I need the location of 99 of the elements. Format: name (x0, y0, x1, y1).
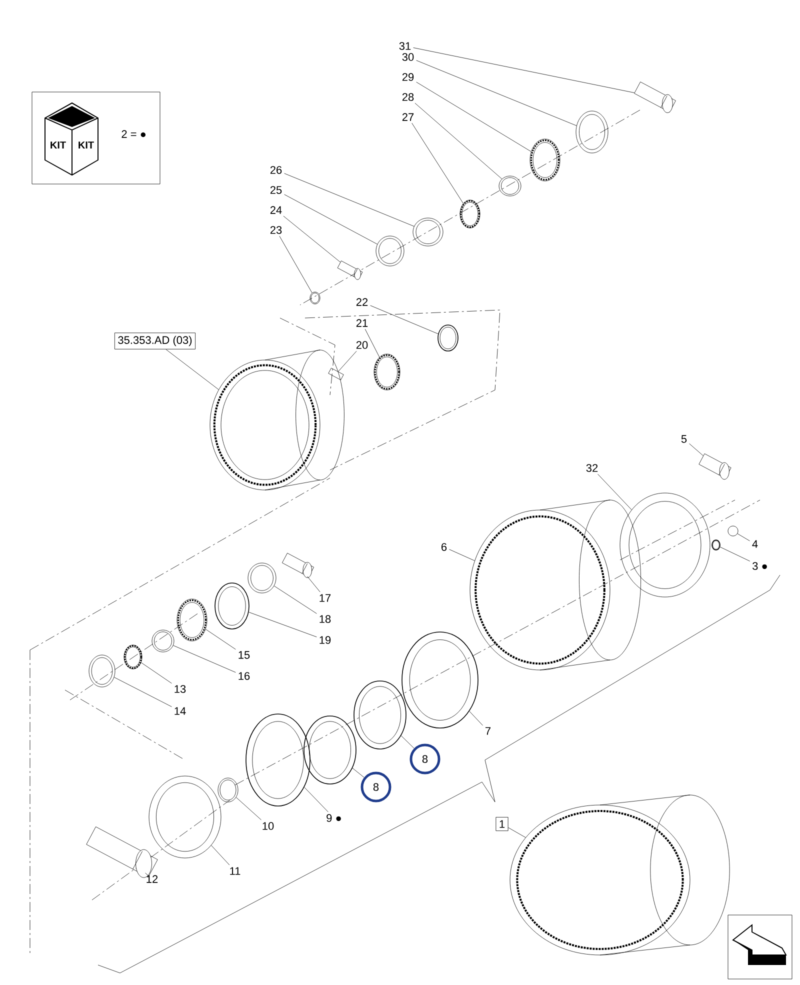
callout-number: 14 (174, 707, 186, 715)
callout-number: 31 (399, 42, 411, 50)
leader-line (274, 586, 317, 614)
reference-box: 35.353.AD (03) (114, 332, 196, 350)
gear-drawing (124, 644, 142, 670)
callout-number: 18 (320, 615, 331, 623)
callout-number: 22 (356, 298, 368, 306)
seal-ring-drawing (438, 324, 458, 352)
leader-line (140, 662, 172, 684)
gear-drawing (530, 138, 560, 182)
callout-number: 9 ● (326, 814, 341, 822)
leader-line (364, 328, 380, 358)
callout-number: 25 (270, 186, 282, 194)
callout-number: 13 (174, 685, 186, 693)
leader-line (284, 194, 378, 244)
seal-ring-drawing (354, 680, 406, 750)
leader-line (236, 797, 262, 820)
callout-number: 12 (146, 875, 158, 883)
disc-drawing (148, 776, 222, 858)
seal-ring-drawing (712, 540, 720, 550)
leader-line (205, 629, 236, 650)
housing-drawing (210, 350, 344, 490)
bushing-drawing (498, 176, 522, 196)
callout-number: 27 (402, 113, 414, 121)
callout-number: 11 (230, 867, 240, 875)
gear-drawing (176, 598, 208, 642)
leader-line (412, 122, 464, 204)
washer-drawing (376, 236, 404, 266)
callout-number: 26 (270, 166, 282, 174)
leader-line (307, 576, 320, 592)
bushing-drawing (412, 218, 444, 246)
leader-line (370, 305, 438, 334)
seal-ring-drawing (214, 582, 250, 630)
callout-number: 20 (356, 341, 368, 349)
callout-number: 15 (238, 651, 250, 659)
callout-number: 19 (320, 636, 331, 644)
gear-drawing (374, 354, 400, 390)
leader-line (248, 612, 317, 638)
bolt-drawing (634, 82, 676, 113)
leader-line (737, 533, 750, 542)
leader-line (338, 350, 357, 372)
seal-ring-drawing (246, 714, 310, 806)
seal-ring-drawing (402, 632, 478, 728)
leader-line (413, 48, 635, 93)
leader-line (508, 827, 526, 838)
drive-motor-drawing (470, 500, 641, 670)
flange-plate-drawing (576, 110, 608, 154)
leader-line (166, 349, 219, 390)
leader-line (304, 787, 328, 812)
leader-line (284, 173, 414, 227)
leader-line (114, 677, 172, 707)
leader-line (469, 711, 483, 726)
leader-line (279, 236, 312, 294)
callout-number: 5 (681, 435, 687, 443)
leader-line (400, 735, 414, 749)
leader-line (283, 216, 341, 262)
callout-number: 16 (238, 672, 250, 680)
leader-line (352, 768, 364, 778)
plug-drawing (728, 526, 738, 536)
washer-drawing (218, 778, 238, 802)
circled-callout-number: 8 (360, 772, 392, 802)
callout-number: 17 (320, 594, 331, 602)
callout-number: 28 (402, 93, 414, 101)
callout-number: 6 (442, 543, 447, 551)
washer-drawing (310, 292, 320, 304)
bolt-drawing (337, 260, 363, 280)
washer-drawing (248, 562, 276, 594)
callout-box: 1 (496, 817, 508, 831)
callout-number: 7 (486, 727, 490, 735)
washer-drawing (88, 654, 116, 688)
drive-motor-drawing (510, 794, 730, 956)
callout-number: 10 (262, 822, 274, 830)
leader-line (211, 845, 230, 866)
leader-line (416, 82, 532, 152)
gear-drawing (460, 200, 480, 228)
leader-line (598, 474, 632, 510)
circled-callout-number: 8 (410, 744, 440, 774)
callout-number: 30 (402, 53, 414, 61)
seal-ring-drawing (304, 716, 356, 784)
leader-line (414, 102, 502, 180)
leader-line (145, 872, 150, 876)
bushing-drawing (152, 630, 174, 652)
leader-line (416, 60, 577, 126)
leader-line (720, 546, 750, 562)
bolt-drawing (698, 453, 732, 480)
callout-number: 21 (356, 319, 368, 327)
leader-line (689, 443, 704, 456)
callout-number: 3 ● (752, 562, 767, 570)
callout-number: 23 (270, 226, 282, 234)
callout-number: 32 (586, 464, 598, 472)
callout-number: 29 (402, 73, 414, 81)
flange-plate-drawing (620, 492, 710, 598)
kit-note: 2 = ● (122, 130, 146, 138)
pin-drawing (328, 368, 344, 380)
leader-line (449, 549, 475, 561)
callout-number: 24 (270, 206, 282, 214)
leader-line (173, 645, 236, 673)
callout-number: 4 (752, 540, 758, 548)
bolt-drawing (282, 552, 314, 578)
